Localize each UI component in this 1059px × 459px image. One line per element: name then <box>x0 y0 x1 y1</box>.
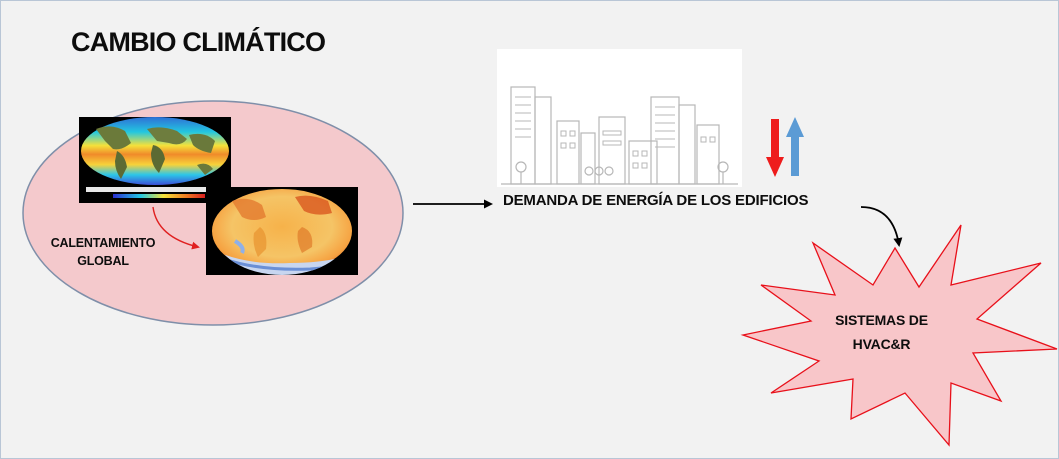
world-warming-map-image <box>206 187 358 275</box>
hvac-systems-label: SISTEMAS DE HVAC&R <box>819 308 944 356</box>
world-sst-map-image <box>79 117 231 203</box>
increase-arrow-icon <box>786 117 804 176</box>
decrease-arrow-icon <box>766 119 784 177</box>
hvac-systems-starburst <box>740 224 1058 447</box>
global-warming-label: CALENTAMIENTO GLOBAL <box>49 234 157 270</box>
demand-to-systems-arrow <box>860 206 903 247</box>
building-energy-demand-label: DEMANDA DE ENERGÍA DE LOS EDIFICIOS <box>503 192 809 209</box>
global-warming-label-line2: GLOBAL <box>77 254 129 268</box>
global-warming-label-line1: CALENTAMIENTO <box>50 236 156 250</box>
hvac-systems-label-line2: HVAC&R <box>852 336 911 352</box>
warming-curved-arrow <box>152 206 200 250</box>
city-skyline-icon <box>497 49 742 187</box>
page-title: CAMBIO CLIMÁTICO <box>71 27 326 57</box>
hvac-systems-label-line1: SISTEMAS DE <box>835 312 928 328</box>
